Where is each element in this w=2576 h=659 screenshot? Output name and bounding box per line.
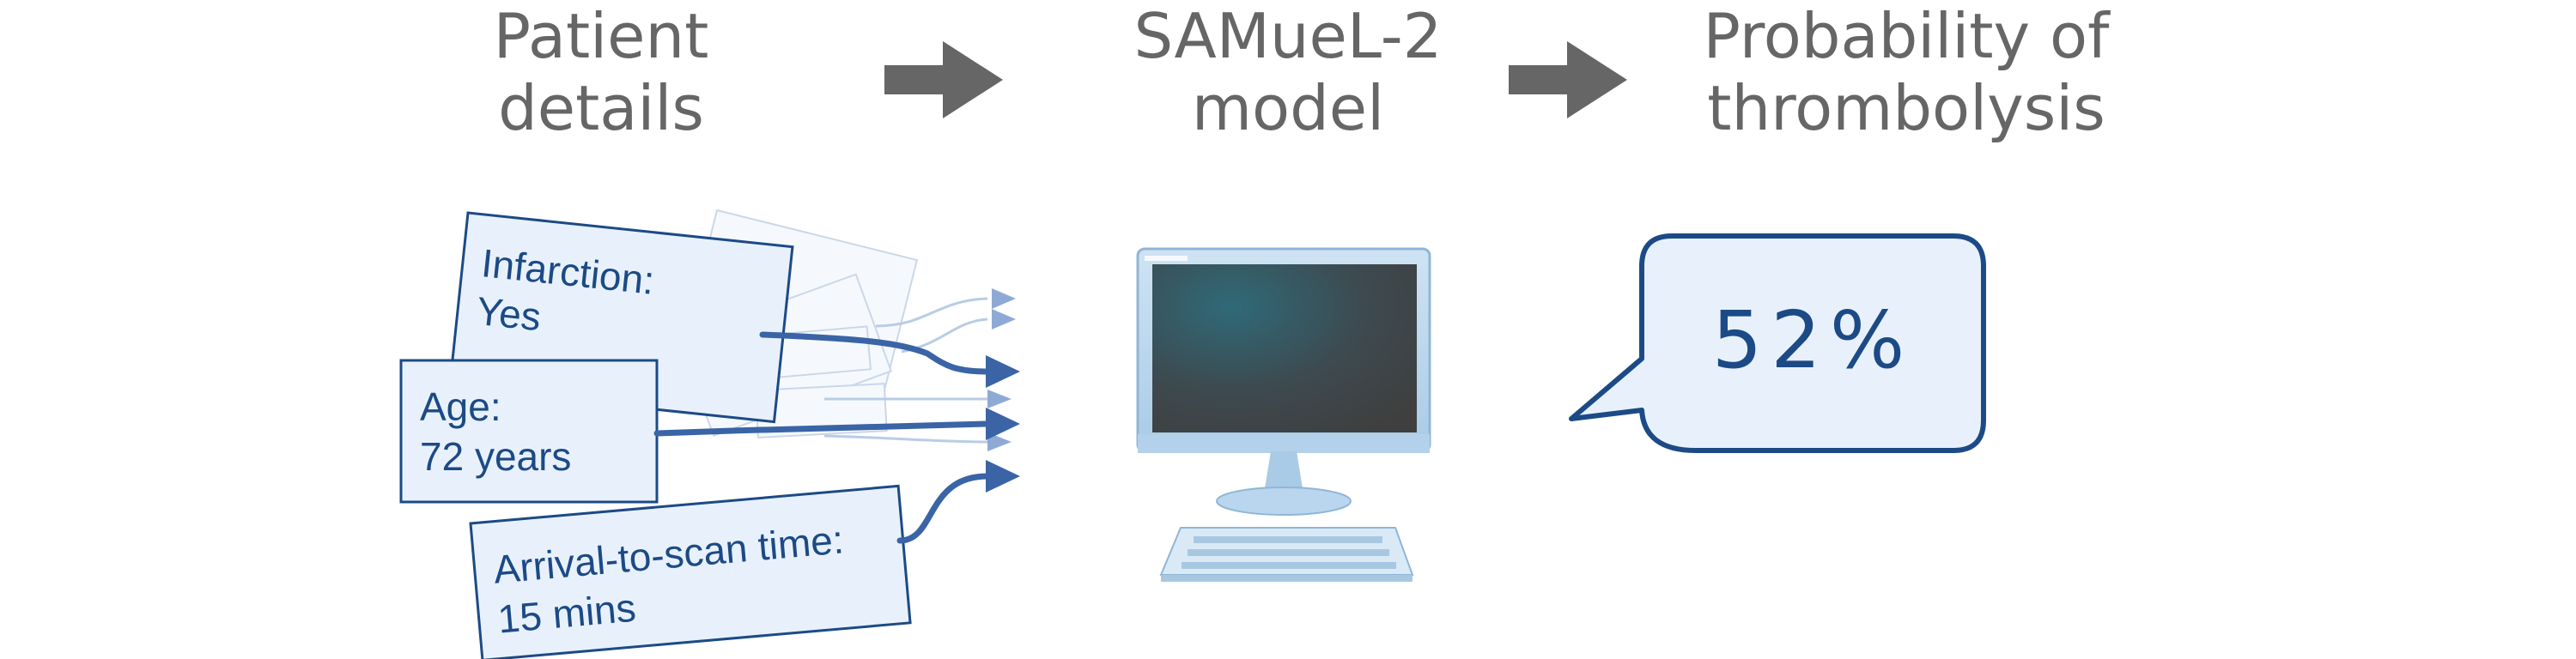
- right-arrow-icon: [884, 41, 1003, 118]
- computer-icon: [1136, 247, 1431, 516]
- heading-probability: Probability of thrombolysis: [1640, 0, 2172, 144]
- keyboard-icon: [1159, 527, 1414, 582]
- heading-patient-line2: details: [498, 72, 704, 144]
- probability-value: 52%: [1712, 294, 1913, 386]
- heading-model-line2: model: [1191, 72, 1385, 144]
- heading-probability-line2: thrombolysis: [1707, 72, 2105, 144]
- age-value: 72 years: [420, 434, 571, 479]
- age-label: Age:: [420, 384, 501, 429]
- heading-patient-details: Patient details: [447, 0, 756, 144]
- heading-patient-line1: Patient: [493, 0, 709, 72]
- heading-model: SAMueL-2 model: [1082, 0, 1494, 144]
- arrival-card: Arrival-to-scan time: 15 mins: [469, 484, 912, 659]
- speech-bubble-icon: [1569, 233, 1986, 453]
- flow-arrowheads: [986, 355, 1020, 493]
- age-card: Age: 72 years: [399, 359, 659, 504]
- infarction-value: Yes: [474, 288, 543, 340]
- heading-model-line1: SAMueL-2: [1133, 0, 1443, 72]
- heading-probability-line1: Probability of: [1703, 0, 2110, 72]
- flow-lines: [653, 331, 991, 544]
- right-arrow-icon: [1509, 41, 1627, 118]
- faint-arrowheads: [987, 288, 1016, 451]
